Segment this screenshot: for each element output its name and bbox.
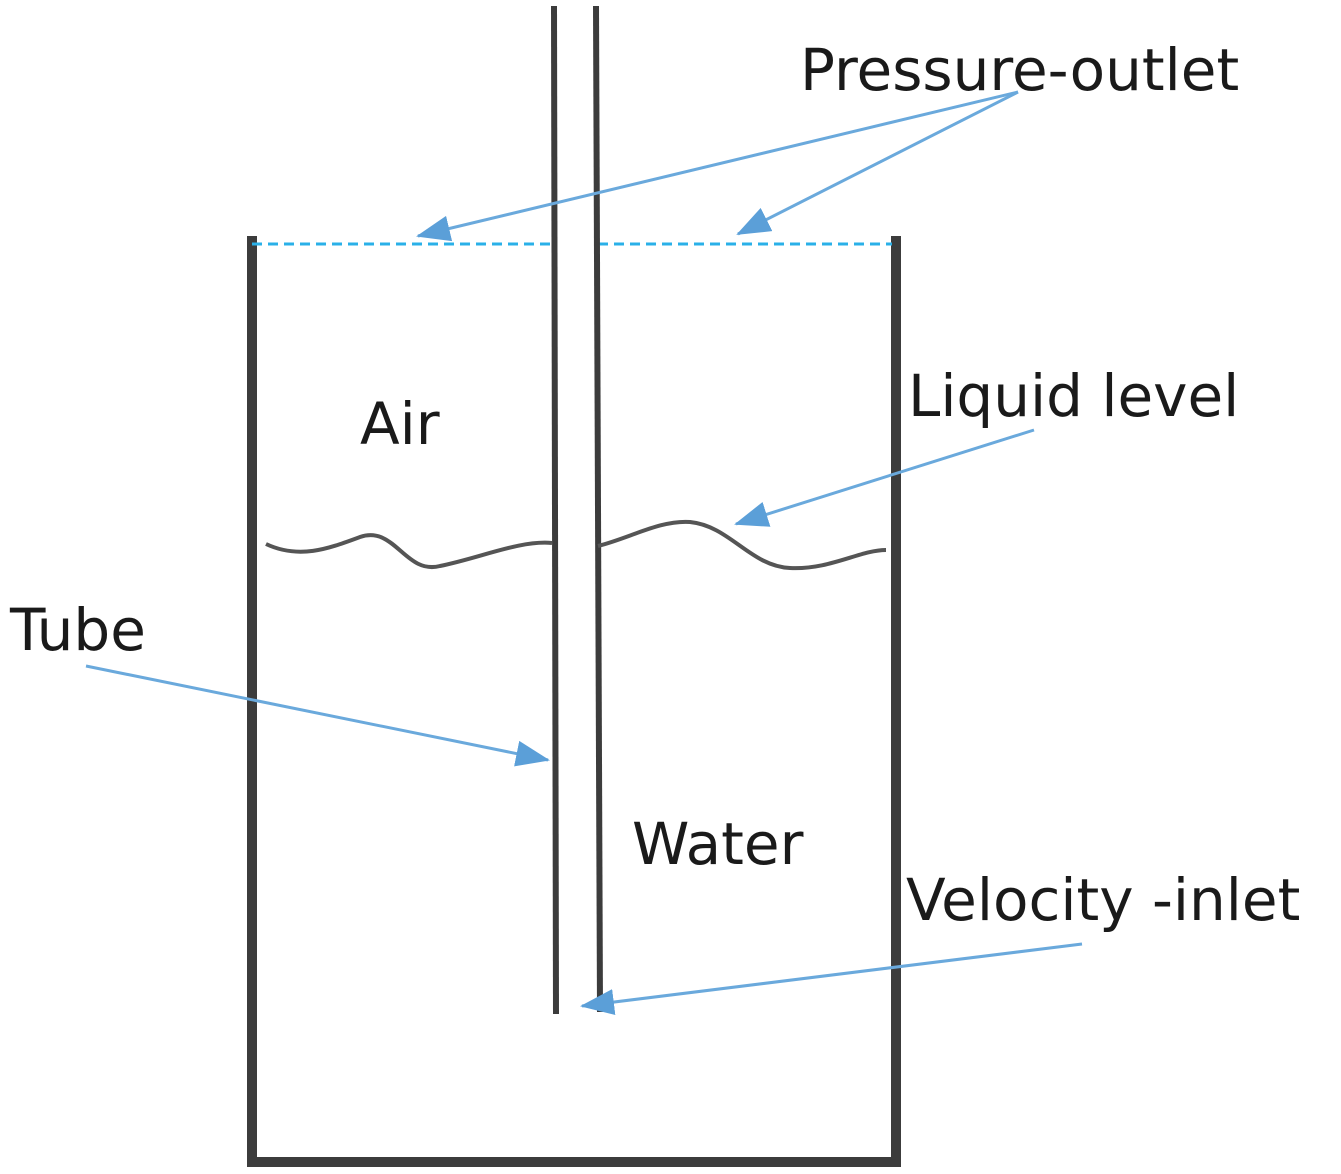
- liquid-level-label: Liquid level: [908, 362, 1239, 430]
- pressure-outlet-label: Pressure-outlet: [800, 36, 1239, 104]
- water-label: Water: [632, 810, 804, 878]
- liquid-surface-right: [597, 519, 887, 571]
- tube-label: Tube: [9, 596, 146, 664]
- tube-arrow: [85, 664, 550, 767]
- tank-wall: [247, 236, 901, 1167]
- tube-wall-right: [593, 5, 603, 1013]
- air-label: Air: [360, 390, 440, 458]
- pressure-outlet-arrow-left: [416, 90, 1019, 242]
- velocity-inlet-arrow: [580, 942, 1083, 1015]
- liquid-surface-left: [265, 533, 553, 570]
- velocity-inlet-label: Velocity -inlet: [906, 866, 1300, 934]
- liquid-level-arrow: [734, 428, 1035, 527]
- pressure-outlet-arrow-right: [736, 90, 1019, 236]
- tube-wall-left: [551, 5, 559, 1015]
